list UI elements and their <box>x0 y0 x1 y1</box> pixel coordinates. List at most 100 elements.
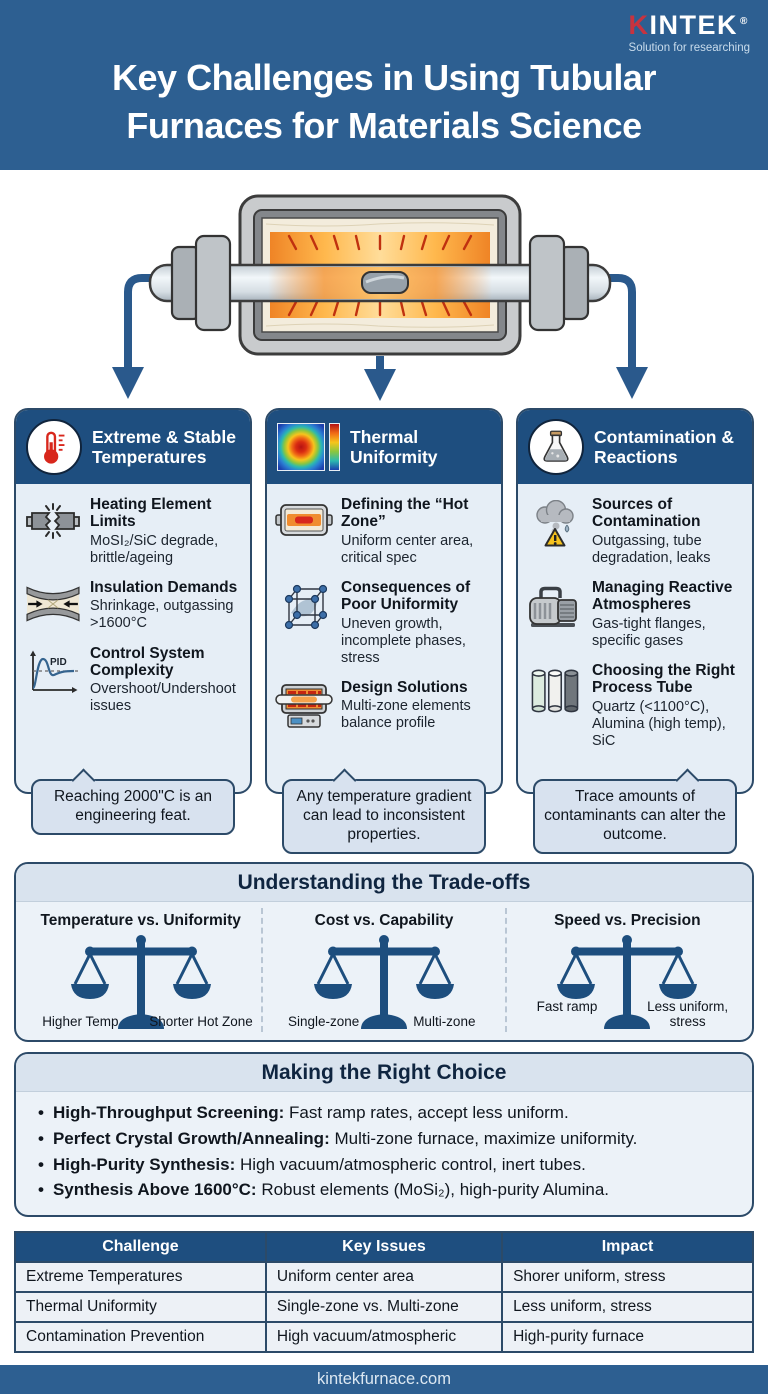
choice-bullet: Perfect Crystal Growth/Annealing: Multi-… <box>34 1126 738 1152</box>
smoke-warning-icon <box>524 496 586 548</box>
cell-challenge: Contamination Prevention <box>14 1321 267 1354</box>
item-heading: Managing Reactive Atmospheres <box>592 578 733 614</box>
item-heading: Choosing the Right Process Tube <box>592 661 735 697</box>
thermometer-icon <box>26 419 82 475</box>
tradeoff-speed-vs-precision: Speed vs. Precision Fast ramp Less unifo… <box>504 908 748 1032</box>
choice-list: High-Throughput Screening: Fast ramp rat… <box>34 1100 738 1203</box>
card3-title: Contamination & Reactions <box>594 426 734 467</box>
card2-item-design: Design Solutions Multi-zone elements bal… <box>273 679 493 733</box>
process-tubes-icon <box>524 662 586 714</box>
pid-label: PID <box>50 657 67 668</box>
tradeoffs-title: Understanding the Trade-offs <box>16 864 752 902</box>
tradeoff-title: Temperature vs. Uniformity <box>40 912 241 929</box>
cell-challenge: Extreme Temperatures <box>14 1261 267 1294</box>
balance-scale-icon <box>557 935 698 1029</box>
tradeoff-right-label: Shorter Hot Zone <box>149 1013 253 1029</box>
page-title: Key Challenges in Using Tubular Furnaces… <box>0 0 768 150</box>
tradeoff-right-label: Less uniform, stress <box>647 998 729 1029</box>
item-heading: Design Solutions <box>341 678 468 696</box>
choice-bullet-label: High-Throughput Screening: <box>52 1103 285 1122</box>
item-desc: Multi-zone elements balance profile <box>341 698 471 732</box>
card1-title: Extreme & Stable Temperatures <box>92 426 236 467</box>
choice-bullet-text: Fast ramp rates, accept less uniform. <box>284 1103 569 1122</box>
multizone-furnace-icon <box>273 679 335 729</box>
flow-arrows <box>124 274 636 370</box>
logo-letter-k: K <box>628 10 650 40</box>
end-flanges <box>170 234 590 332</box>
item-desc: Uniform center area, critical spec <box>341 532 474 566</box>
item-desc: MoSI₂/SiC degrade, brittle/ageing <box>90 532 219 566</box>
col-header-impact: Impact <box>501 1231 754 1264</box>
choice-panel: Making the Right Choice High-Throughput … <box>14 1052 754 1218</box>
card1-header: Extreme & Stable Temperatures <box>16 410 250 484</box>
tradeoff-right-label: Multi-zone <box>413 1013 476 1029</box>
heat-arrows <box>287 234 473 317</box>
header-banner: KINTEK® Solution for researching Key Cha… <box>0 0 768 170</box>
col-header-challenge: Challenge <box>14 1231 267 1264</box>
choice-bullet-label: Synthesis Above 1600°C: <box>52 1180 257 1200</box>
cell-key-issues: Uniform center area <box>264 1261 504 1294</box>
flow-arrowheads <box>112 367 648 401</box>
page-title-line2: Furnaces for Materials Science <box>126 104 642 146</box>
item-heading: Consequences of Poor Uniformity <box>341 578 471 614</box>
logo-letters-rest: INTEK <box>649 10 739 40</box>
item-desc: Outgassing, tube degradation, leaks <box>592 532 711 566</box>
card2-item-poor-uniformity: Consequences of Poor Uniformity Uneven g… <box>273 579 493 667</box>
card2-title: Thermal Uniformity <box>350 426 438 467</box>
card3-item-sources: Sources of Contamination Outgassing, tub… <box>524 496 744 567</box>
footer-bar: kintekfurnace.com <box>0 1365 768 1394</box>
card2-item-hot-zone: Defining the “Hot Zone” Uniform center a… <box>273 496 493 567</box>
balance-scale-icon <box>70 935 211 1029</box>
choice-bullet: High-Throughput Screening: Fast ramp rat… <box>34 1100 738 1126</box>
choice-bullet-text: High vacuum/atmospheric control, inert t… <box>235 1154 586 1174</box>
card1-item-control: PID Control System Complexity Overshoot/… <box>22 645 242 716</box>
item-desc: Uneven growth, incomplete phases, stress <box>341 615 466 666</box>
tradeoff-left-label: Fast ramp <box>536 998 598 1014</box>
tradeoff-temperature-vs-uniformity: Temperature vs. Uniformity Higher Temp S… <box>20 908 261 1032</box>
cell-key-issues: High vacuum/atmospheric <box>264 1321 504 1354</box>
choice-bullet-text: Multi-zone furnace, maximize uniformity. <box>329 1128 638 1148</box>
item-heading: Defining the “Hot Zone” <box>341 496 469 531</box>
sample-capsule <box>361 271 409 294</box>
flask-icon <box>528 419 584 475</box>
cell-challenge: Thermal Uniformity <box>14 1291 267 1324</box>
card3-header: Contamination & Reactions <box>518 410 752 484</box>
hot-zone-furnace-icon <box>273 496 335 540</box>
table-row: Thermal Uniformity Single-zone vs. Multi… <box>14 1291 754 1324</box>
page-title-line1: Key Challenges in Using Tubular <box>112 57 656 98</box>
card3-item-atmospheres: Managing Reactive Atmospheres Gas-tight … <box>524 579 744 650</box>
tradeoff-left-label: Single-zone <box>288 1013 360 1029</box>
card3-callout: Trace amounts of contaminants can alter … <box>533 779 737 854</box>
item-desc: Quartz (<1100°C), Alumina (high temp), S… <box>592 698 726 749</box>
pid-graph-icon: PID <box>22 645 84 695</box>
choice-bullet: Synthesis Above 1600°C: Robust elements … <box>34 1177 738 1203</box>
card2-callout: Any temperature gradient can lead to inc… <box>282 779 486 854</box>
kintek-logo: KINTEK® Solution for researching <box>628 10 750 55</box>
broken-heating-element-icon <box>22 496 84 542</box>
card-extreme-temperatures: Extreme & Stable Temperatures <box>14 408 252 840</box>
vacuum-pump-icon <box>524 579 586 629</box>
cell-impact: Less uniform, stress <box>501 1291 754 1324</box>
card1-item-insulation: Insulation Demands Shrinkage, outgassing… <box>22 579 242 633</box>
item-heading: Control System Complexity <box>90 644 205 679</box>
tradeoffs-panel: Understanding the Trade-offs Temperature… <box>14 862 754 1042</box>
balance-scale-icon <box>313 935 454 1029</box>
item-desc: Gas-tight flanges, specific gases <box>592 615 706 649</box>
item-heading: Heating Element Limits <box>90 496 212 531</box>
item-desc: Overshoot/Undershoot issues <box>90 681 236 715</box>
challenge-summary-table: Challenge Key Issues Impact Extreme Temp… <box>14 1231 754 1354</box>
challenge-cards: Extreme & Stable Temperatures <box>0 408 768 854</box>
cell-impact: Shorer uniform, stress <box>501 1261 754 1294</box>
card1-callout: Reaching 2000"C is an engineering feat. <box>31 779 235 835</box>
furnace-illustration-section <box>0 170 768 408</box>
card2-header: Thermal Uniformity <box>267 410 501 484</box>
card-contamination: Contamination & Reactions <box>516 408 754 854</box>
choice-bullet: High-Purity Synthesis: High vacuum/atmos… <box>34 1152 738 1178</box>
tradeoff-left-label: Higher Temp <box>42 1013 119 1029</box>
choice-title: Making the Right Choice <box>16 1054 752 1092</box>
choice-bullet-label: Perfect Crystal Growth/Annealing: <box>52 1128 330 1148</box>
card1-item-heating-element: Heating Element Limits MoSI₂/SiC degrade… <box>22 496 242 567</box>
crystal-lattice-icon <box>273 579 335 631</box>
colorbar-icon <box>329 423 340 471</box>
process-tube <box>148 263 612 303</box>
